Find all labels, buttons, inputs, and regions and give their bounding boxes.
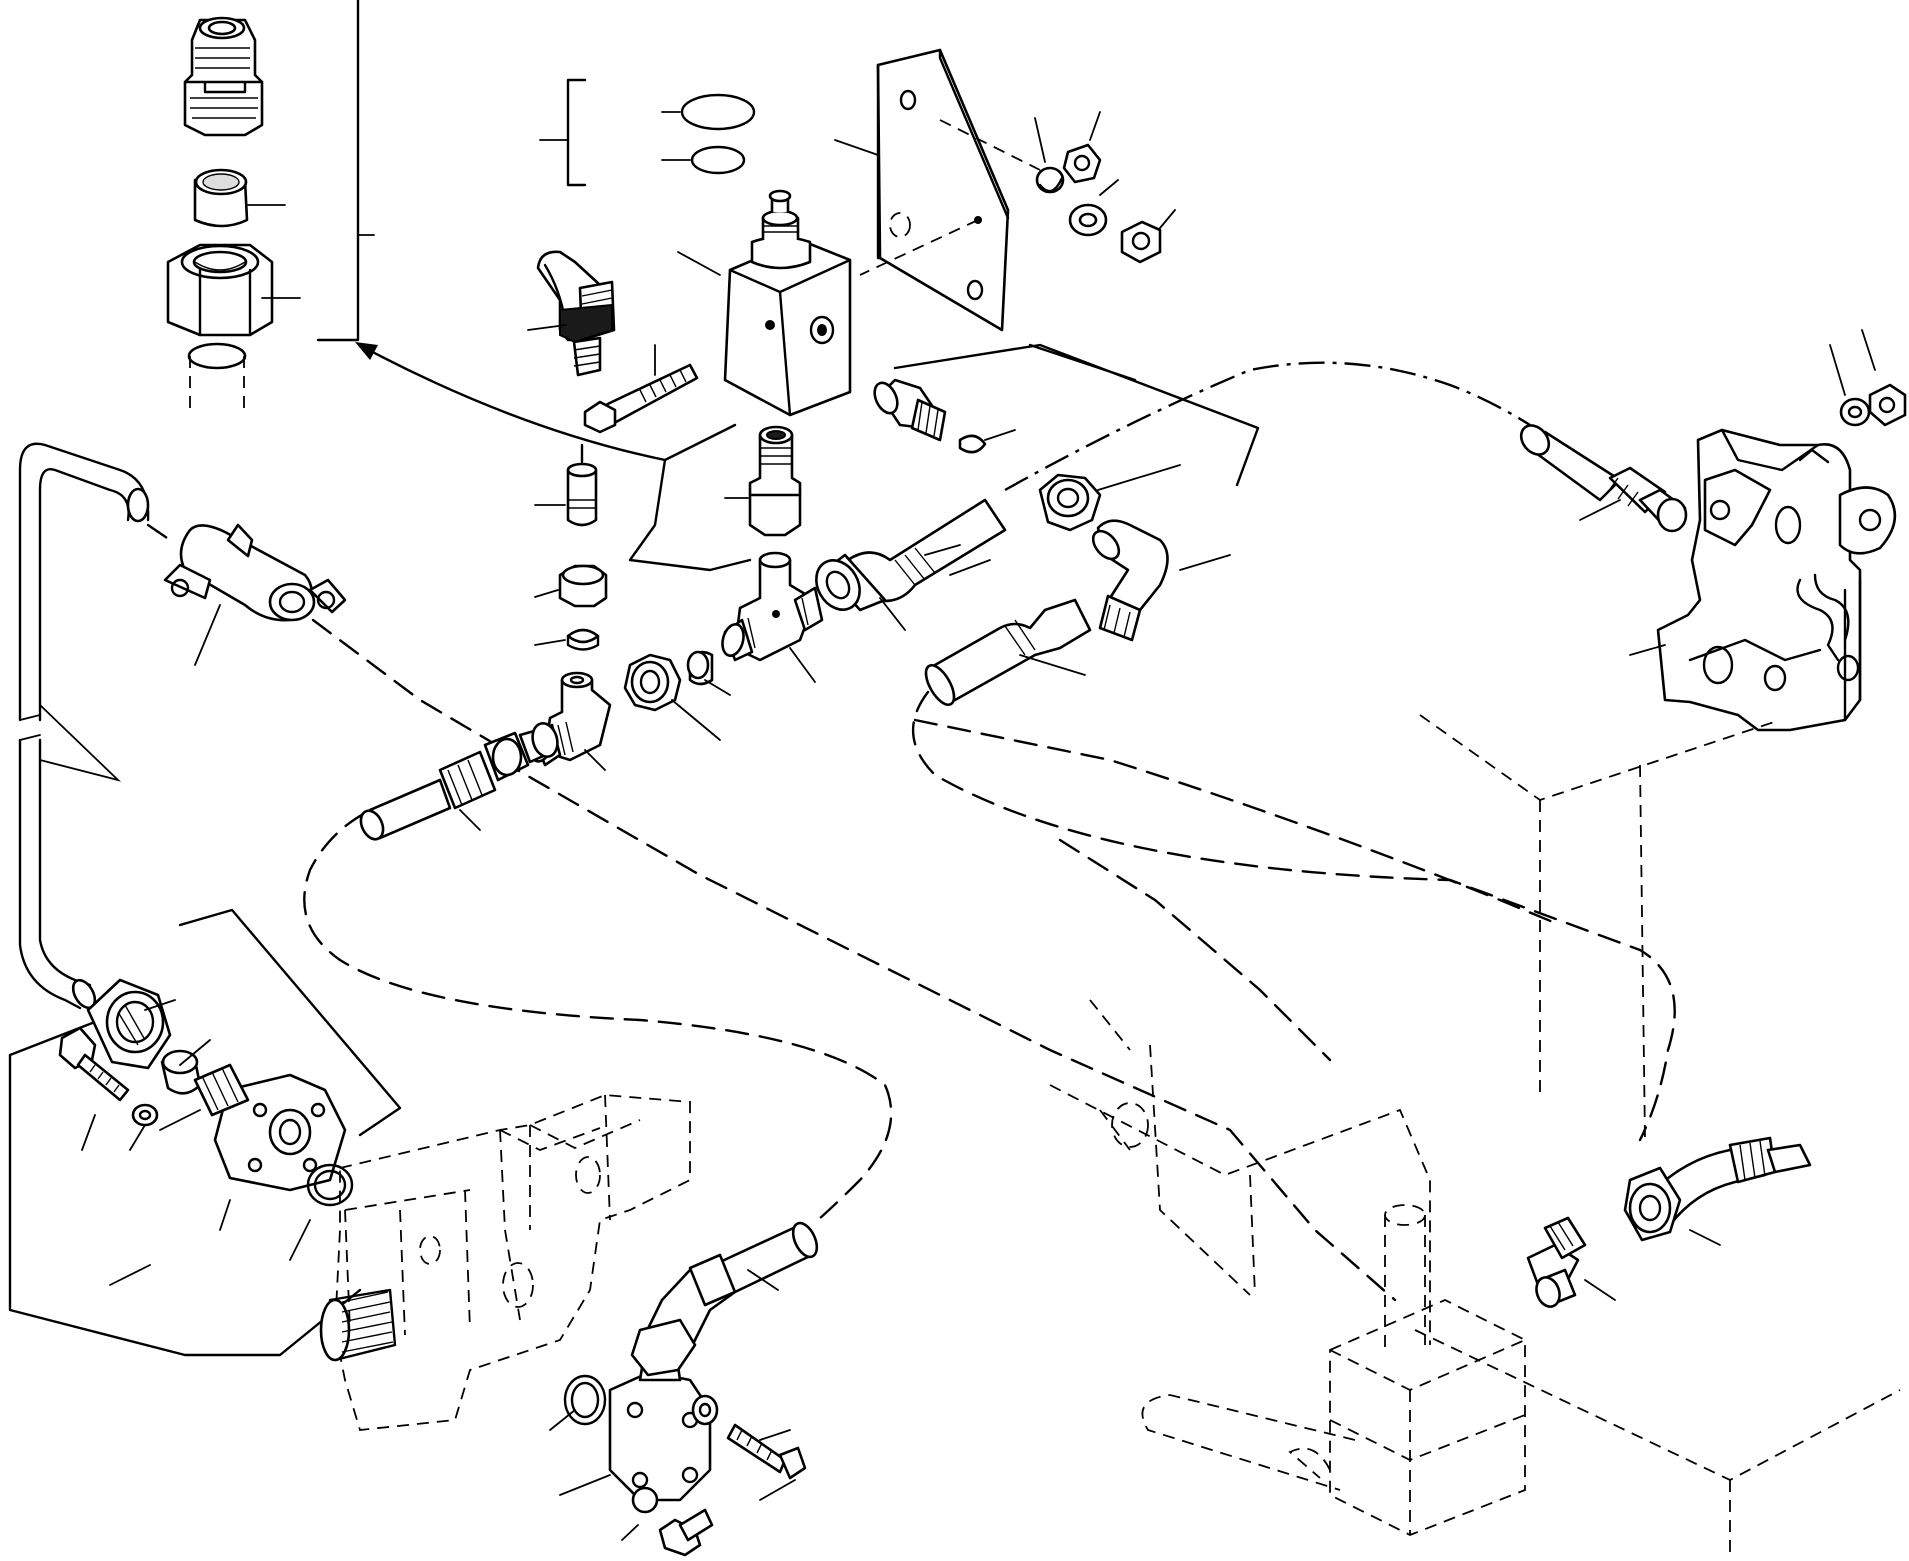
valve-hardware <box>1829 329 1907 427</box>
leader-lines-misc <box>924 544 991 576</box>
o-ring-small <box>690 145 746 175</box>
hose-end-left <box>359 721 606 841</box>
relief-valve-block <box>677 189 852 417</box>
reference-arrow <box>355 342 667 462</box>
flange-fitting-group <box>8 908 402 1357</box>
steel-tube-left <box>18 442 172 1010</box>
valve-cap <box>750 189 812 270</box>
flange-lockwasher <box>131 1103 159 1127</box>
upper-adapter <box>183 16 264 137</box>
hose-end-center <box>815 498 1007 631</box>
fitting-assembly-inset <box>166 0 375 410</box>
lower-capscrew-right <box>726 1423 807 1480</box>
mounting-bracket <box>834 48 1041 332</box>
inset-bracket <box>316 0 360 342</box>
hydraulic-pump-phantom <box>319 1094 691 1431</box>
center-group-bracket <box>893 343 1260 487</box>
mounting-bolt <box>583 344 699 434</box>
right-nut <box>1038 464 1181 532</box>
lower-washer <box>691 1394 719 1426</box>
middle-nut <box>623 650 731 741</box>
coupler-group-bracket <box>628 423 752 572</box>
flange-capscrew <box>58 1026 130 1102</box>
elbow-fitting <box>1091 519 1231 642</box>
lower-capscrew-bottom <box>658 1508 714 1557</box>
straight-adapter <box>873 378 1016 454</box>
flange-nut <box>86 978 172 1070</box>
tee-fitting-upper <box>721 551 824 683</box>
pipe-clamp <box>163 523 347 666</box>
hose-routes <box>303 361 1676 1302</box>
block-phantom <box>1141 1204 1526 1536</box>
lower-elbow-hose <box>630 1221 819 1377</box>
pipe-stub <box>187 342 247 410</box>
flange-body <box>193 1063 347 1192</box>
o-ring-set <box>539 78 756 187</box>
adapter-lower-right <box>1526 1216 1616 1308</box>
check-valve-coupler <box>724 425 802 537</box>
nut <box>166 243 274 337</box>
o-ring-large <box>680 93 756 131</box>
sleeve <box>193 168 249 228</box>
lower-o-ring <box>563 1374 607 1426</box>
control-valve-body <box>1629 428 1897 732</box>
hose-end-upper-right <box>1519 424 1688 533</box>
hose-end-lower-right <box>1623 1136 1812 1246</box>
test-port-coupling <box>527 250 616 377</box>
housing-phantom <box>1049 714 1901 1560</box>
flange-o-ring <box>306 1163 354 1207</box>
hose-end-right-lower <box>924 598 1092 706</box>
fitting-stack <box>534 443 608 651</box>
pump-shaft <box>319 1288 397 1362</box>
bracket-hardware <box>1034 111 1176 264</box>
flange-sleeve <box>160 1049 202 1095</box>
lower-flange <box>549 1340 807 1557</box>
